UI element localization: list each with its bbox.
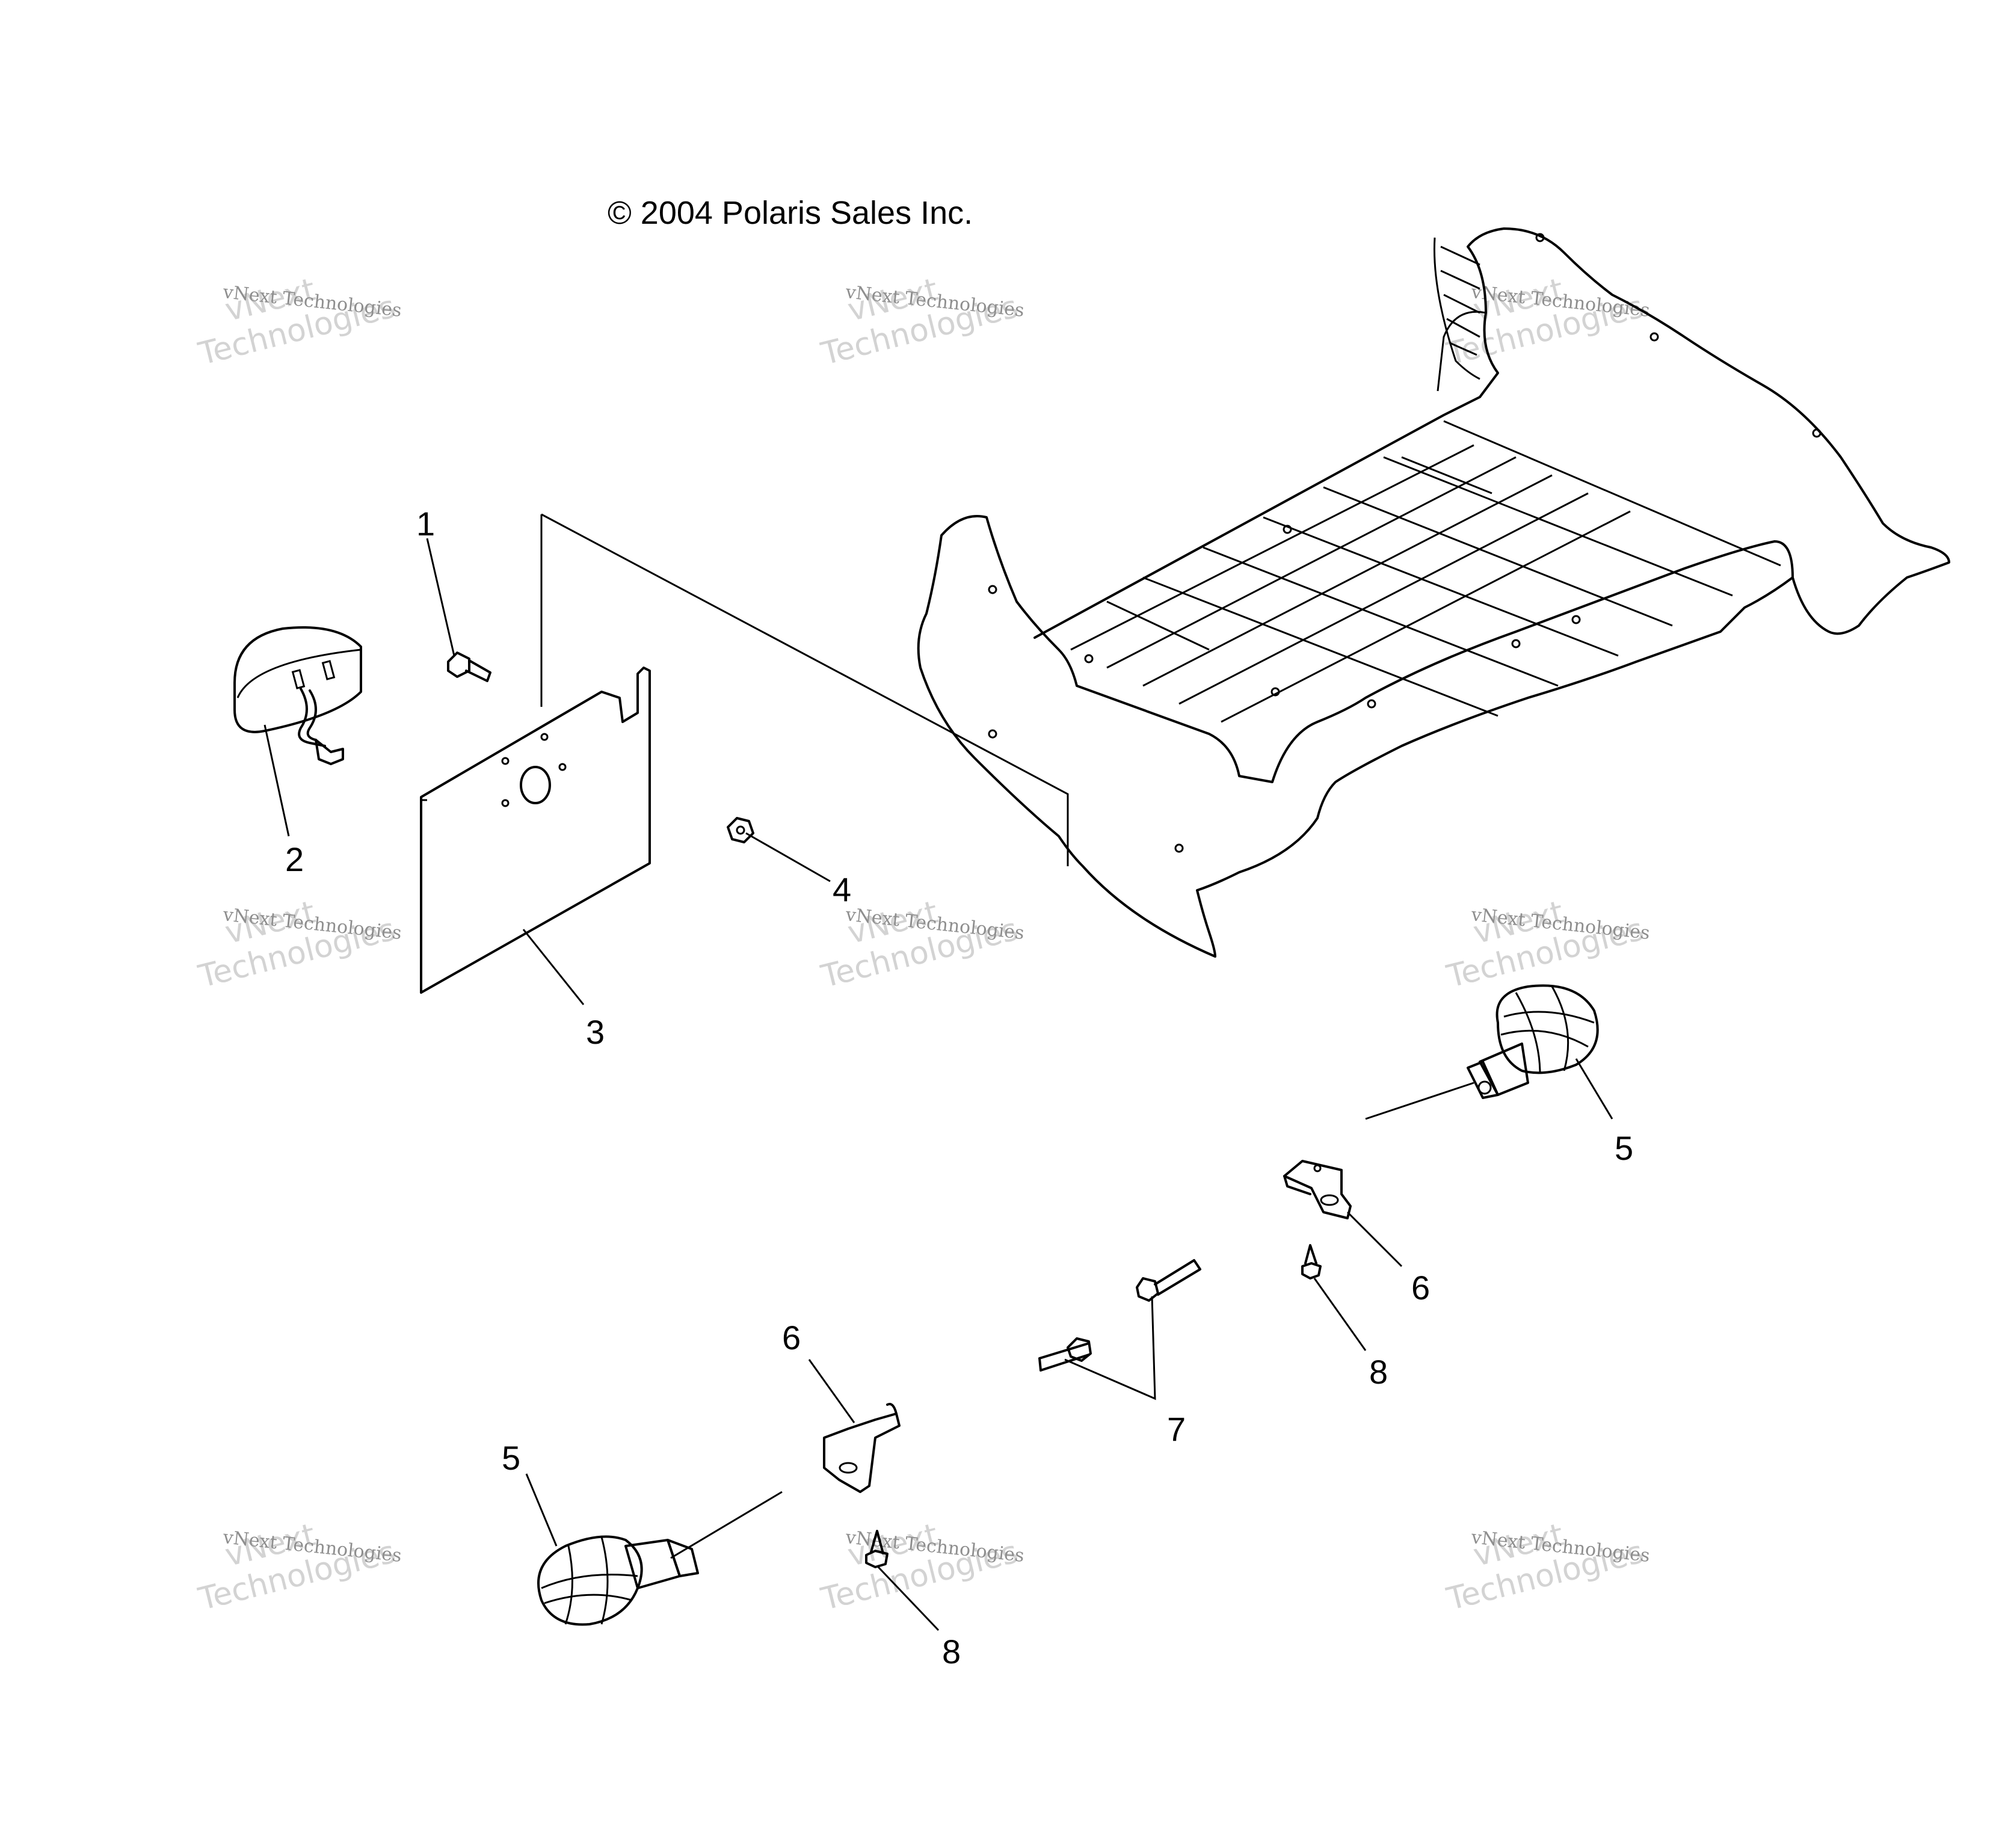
turn-signal-lamp-icon bbox=[537, 1535, 699, 1626]
rear-rack-fender-icon bbox=[917, 227, 1950, 958]
callout-5-upper: 5 bbox=[1615, 1129, 1633, 1167]
leader-5-lower bbox=[525, 1473, 558, 1547]
license-plate-lamp-icon bbox=[233, 626, 362, 765]
callouts: 1 2 3 4 5 5 6 6 7 8 8 bbox=[285, 505, 1633, 1671]
callout-5-lower: 5 bbox=[502, 1439, 520, 1477]
callout-4: 4 bbox=[833, 870, 851, 908]
leader-5a bbox=[1365, 1082, 1474, 1120]
push-rivet-icon bbox=[865, 1530, 889, 1568]
copyright-text: © 2004 Polaris Sales Inc. bbox=[608, 195, 973, 231]
leader-6b bbox=[808, 1359, 855, 1423]
turn-signal-lamp-icon bbox=[1467, 984, 1599, 1099]
leader-8a bbox=[1313, 1278, 1367, 1351]
leader-6a bbox=[1346, 1211, 1403, 1267]
leader-5b-line bbox=[1575, 1058, 1613, 1120]
watermark: vNext Technologies vNext Technologies bbox=[195, 271, 403, 372]
nut-icon bbox=[727, 817, 754, 843]
callout-8-upper: 8 bbox=[1369, 1353, 1388, 1391]
watermark: vNext Technologies vNext Technologies bbox=[818, 894, 1026, 995]
watermark-group: vNext Technologies vNext Technologies vN… bbox=[195, 271, 1651, 1618]
watermark: vNext Technologies vNext Technologies bbox=[818, 1517, 1026, 1618]
screw-icon bbox=[447, 651, 491, 682]
leader-4 bbox=[745, 832, 831, 882]
callout-8-lower: 8 bbox=[942, 1633, 961, 1671]
mounting-bracket-icon bbox=[823, 1403, 901, 1493]
leader-3 bbox=[522, 929, 585, 1005]
watermark: vNext Technologies vNext Technologies bbox=[1443, 894, 1651, 995]
mounting-plane-outline bbox=[540, 513, 1069, 866]
push-rivet-icon bbox=[1301, 1244, 1322, 1280]
callout-1: 1 bbox=[416, 505, 435, 543]
leader-lines bbox=[263, 538, 1613, 1631]
watermark: vNext Technologies vNext Technologies bbox=[195, 1517, 403, 1618]
callout-7: 7 bbox=[1167, 1410, 1186, 1448]
watermark: vNext Technologies vNext Technologies bbox=[195, 894, 403, 995]
watermark: vNext Technologies vNext Technologies bbox=[1443, 1517, 1651, 1618]
bolt-icon bbox=[1038, 1259, 1201, 1372]
license-plate-bracket-icon bbox=[420, 667, 651, 994]
callout-6-lower: 6 bbox=[782, 1319, 801, 1357]
callout-6-upper: 6 bbox=[1411, 1269, 1430, 1307]
watermark: vNext Technologies vNext Technologies bbox=[818, 271, 1026, 372]
callout-2: 2 bbox=[285, 840, 304, 878]
leader-8b bbox=[877, 1566, 940, 1631]
leader-1 bbox=[426, 538, 455, 656]
callout-3: 3 bbox=[586, 1013, 605, 1051]
leader-2 bbox=[263, 724, 290, 837]
leader-7 bbox=[1064, 1296, 1156, 1400]
leader-5-lower-axis bbox=[670, 1491, 783, 1559]
mounting-bracket-icon bbox=[1283, 1160, 1352, 1219]
